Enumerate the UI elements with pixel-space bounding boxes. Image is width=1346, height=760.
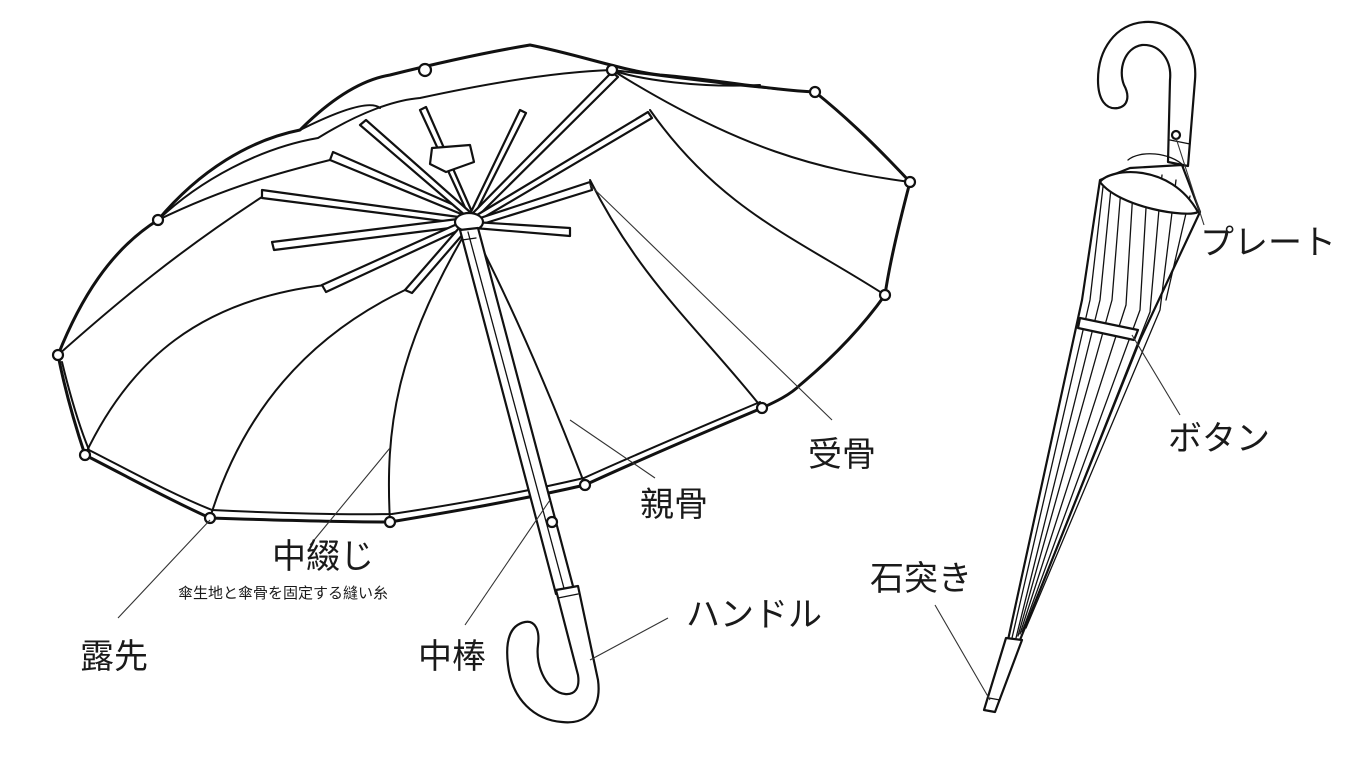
label-main-rib: 親骨 — [640, 485, 708, 525]
closed-top-rim — [1098, 171, 1200, 215]
label-middle-stitch: 中綴じ — [272, 537, 374, 577]
top-knob — [417, 62, 433, 78]
plate — [1170, 129, 1182, 141]
canopy-hem-inner — [61, 361, 761, 516]
label-shaft: 中棒 — [418, 637, 486, 677]
closed-handle — [1096, 20, 1197, 168]
label-stretcher-rib: 受骨 — [808, 435, 876, 475]
label-plate: プレート — [1200, 223, 1336, 263]
leader-lines — [117, 137, 1205, 701]
canopy-seams — [57, 69, 911, 523]
rib-tips — [51, 63, 917, 529]
handle — [506, 584, 600, 724]
crown — [428, 143, 476, 174]
label-ferrule: 石突き — [870, 559, 972, 599]
canopy-top-inner — [157, 69, 816, 221]
closed-canopy-folds — [1011, 173, 1191, 639]
canopy-top-ridge — [299, 69, 761, 131]
open-umbrella — [51, 43, 917, 724]
closed-strap — [1076, 316, 1140, 342]
closed-umbrella — [982, 20, 1202, 714]
closed-ferrule — [982, 636, 1024, 714]
stretcher-ribs — [260, 70, 654, 295]
label-handle: ハンドル — [686, 595, 822, 635]
label-tip: 露先 — [80, 637, 148, 677]
label-middle-stitch-note: 傘生地と傘骨を固定する縫い糸 — [178, 584, 389, 602]
label-button: ボタン — [1168, 419, 1270, 459]
shaft — [458, 226, 576, 596]
shaft-button — [545, 515, 559, 529]
